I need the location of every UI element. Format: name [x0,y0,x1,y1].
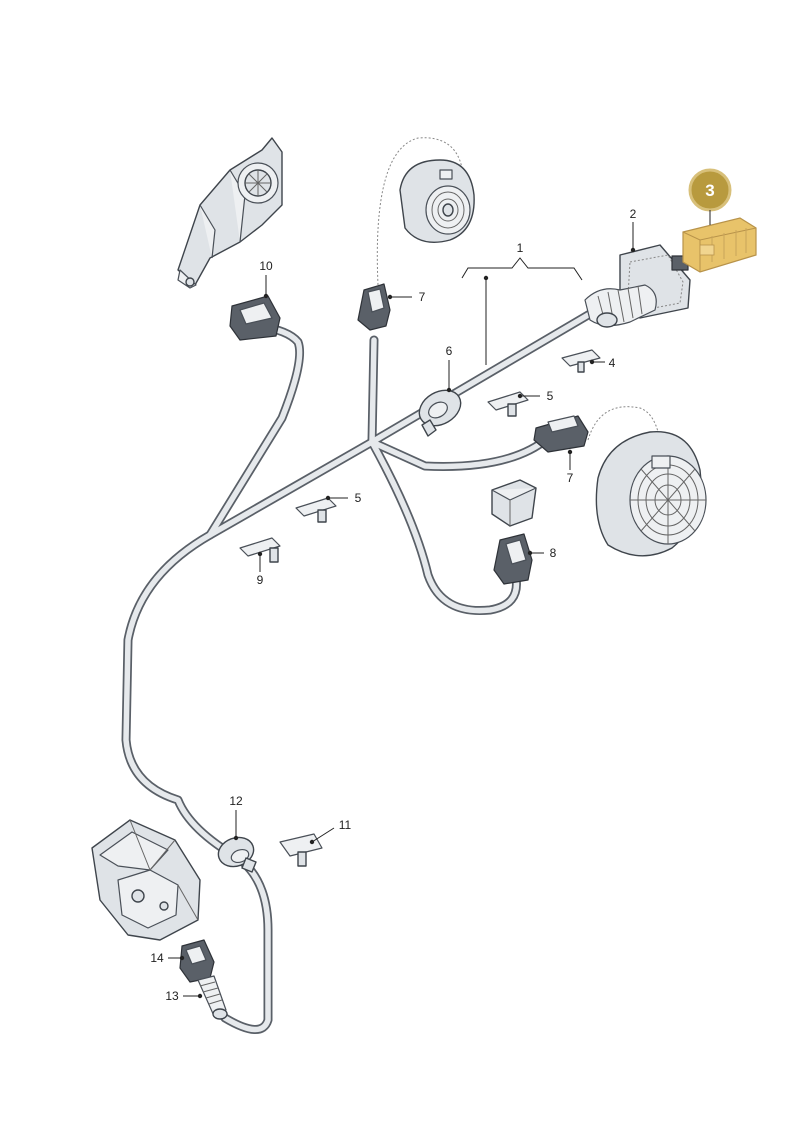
clip-9 [239,537,281,563]
label-2: 2 [630,207,637,221]
connector-14 [179,939,215,983]
label-12: 12 [229,794,243,808]
callout-numbers: 1 2 4 5 5 6 7 7 8 9 10 11 12 13 14 [150,207,636,1003]
woofer-speaker [587,406,707,557]
label-9: 9 [257,573,264,587]
label-5-left: 5 [355,491,362,505]
label-6: 6 [446,344,453,358]
badge-label: 3 [705,181,714,200]
highlighted-connector[interactable] [682,217,757,273]
label-5-right: 5 [547,389,554,403]
connector-7-upper [357,283,391,331]
door-lock-module [91,819,201,941]
connector-7-right [533,415,589,453]
door-grommet [584,244,691,328]
callout-leaders [168,222,636,999]
label-8: 8 [550,546,557,560]
clip-4 [561,349,601,373]
label-11: 11 [339,818,352,832]
label-7-right: 7 [567,471,574,485]
grommet-6 [418,389,462,437]
harness-bracket-1 [461,257,583,365]
clip-11 [279,833,323,867]
tweeter-speaker [376,137,475,286]
wiring-harness [121,263,685,1034]
connector-10 [229,295,281,341]
window-regulator-motor [177,137,283,289]
connector-8 [493,533,533,585]
label-1: 1 [517,241,524,255]
part-3-badge[interactable]: 3 [688,168,732,225]
label-10: 10 [259,259,273,273]
label-4: 4 [609,356,616,370]
label-13: 13 [165,989,179,1003]
label-14: 14 [150,951,164,965]
small-module [491,479,537,527]
grommet-12 [217,836,257,873]
boot-13 [197,975,228,1020]
label-7-upper: 7 [419,290,426,304]
clip-5-left [295,497,337,523]
